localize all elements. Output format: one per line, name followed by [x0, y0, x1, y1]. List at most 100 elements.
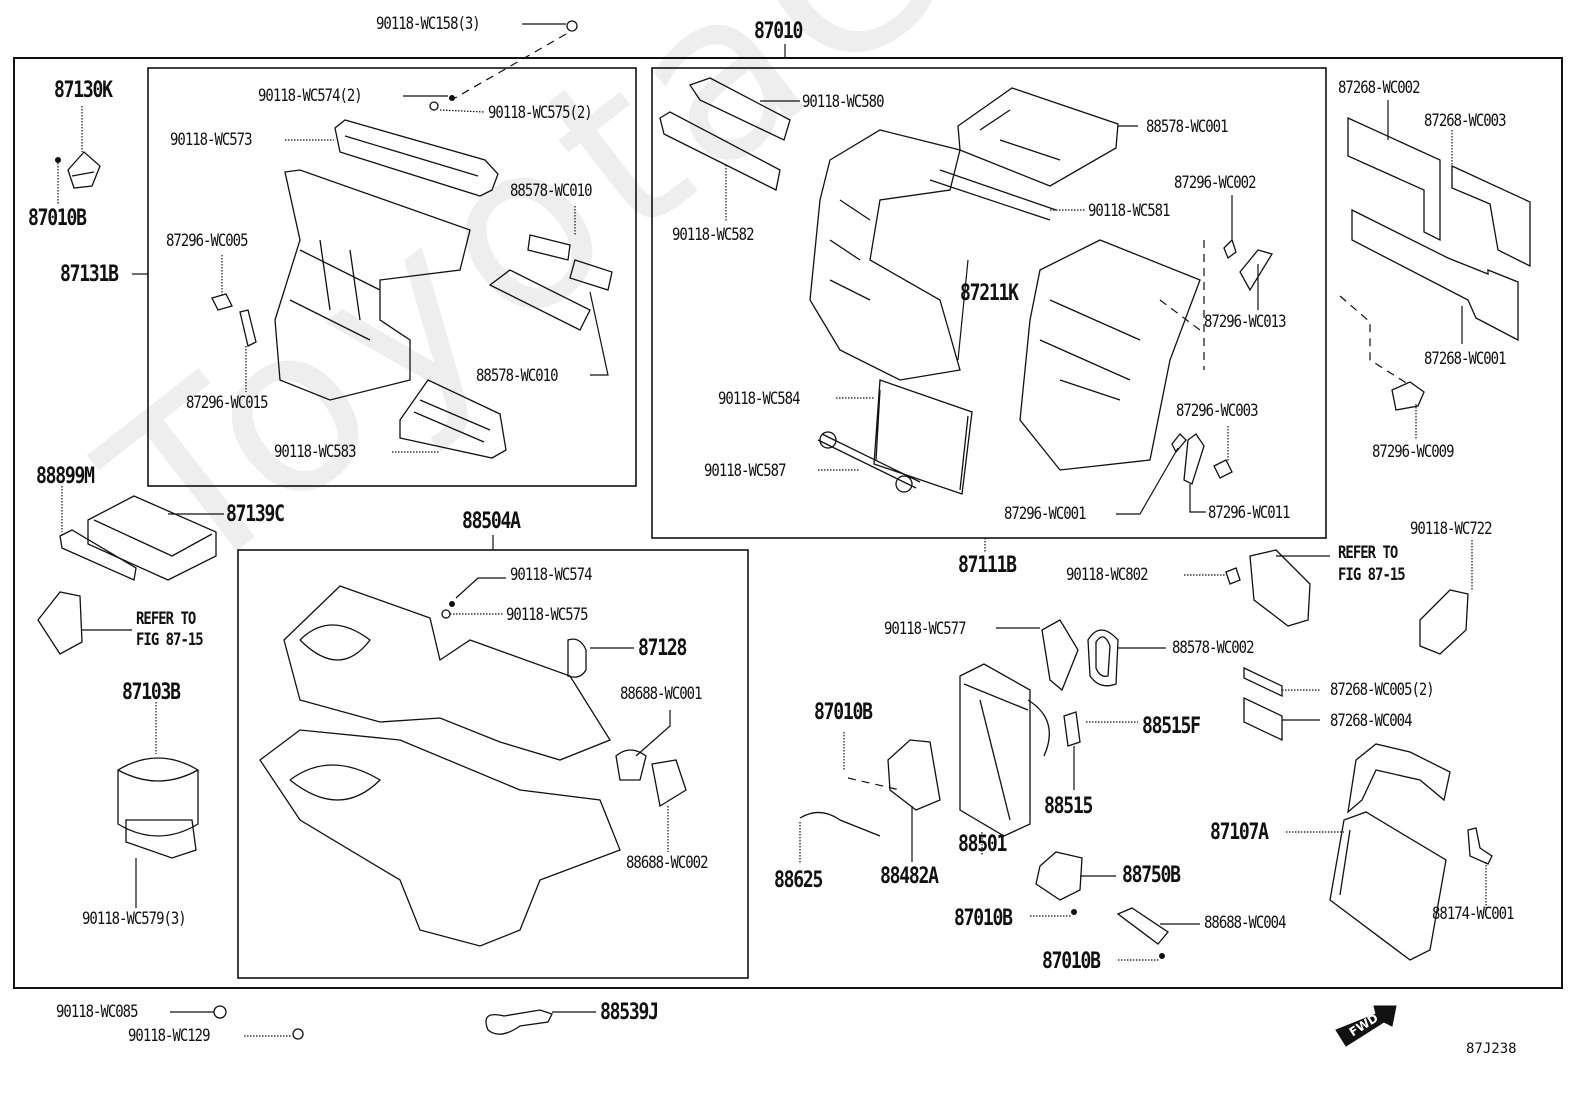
refer-note-left-line2[interactable]: FIG 87-15	[136, 630, 204, 650]
part-filter-cover-88899M	[59, 529, 137, 581]
label-88750B[interactable]: 88750B	[1122, 863, 1181, 888]
label-87128[interactable]: 87128	[638, 636, 687, 661]
part-evap-core-wc584	[873, 379, 973, 495]
part-case-left	[809, 129, 961, 381]
label-wc085[interactable]: 90118-WC085	[56, 1002, 138, 1022]
label-88515F[interactable]: 88515F	[1142, 714, 1201, 739]
part-bracket-wc009	[1391, 381, 1425, 411]
refer-note-right-line2[interactable]: FIG 87-15	[1338, 565, 1406, 585]
label-88504A[interactable]: 88504A	[462, 509, 521, 534]
label-wc802[interactable]: 90118-WC802	[1066, 565, 1148, 585]
part-lever-wc015	[239, 309, 257, 347]
part-insulator-wc003	[1451, 164, 1531, 268]
part-shaft-wc587	[817, 433, 921, 489]
label-wc574[interactable]: 90118-WC574	[510, 565, 592, 585]
label-87268-wc004[interactable]: 87268-WC004	[1330, 711, 1412, 731]
label-88578-wc002[interactable]: 88578-WC002	[1172, 638, 1254, 658]
label-87139C[interactable]: 87139C	[226, 502, 285, 527]
label-88899M[interactable]: 88899M	[36, 464, 95, 489]
part-hose-wc001	[1467, 827, 1493, 865]
label-88578-wc010-b[interactable]: 88578-WC010	[476, 366, 558, 386]
label-88501[interactable]: 88501	[958, 832, 1007, 857]
part-bracket-88482A	[887, 739, 941, 811]
refer-note-right-line1: REFER TO	[1338, 543, 1398, 563]
label-87268-wc005-2[interactable]: 87268-WC005(2)	[1330, 680, 1435, 700]
box-blower-upper	[147, 67, 637, 487]
label-wc583[interactable]: 90118-WC583	[274, 442, 356, 462]
part-duct-seal-wc573	[334, 119, 499, 197]
label-87296-wc005[interactable]: 87296-WC005	[166, 231, 248, 251]
label-88688-wc001[interactable]: 88688-WC001	[620, 684, 702, 704]
part-87130K	[67, 151, 101, 189]
part-insulator-wc002	[1347, 116, 1441, 242]
part-rod-wc581	[929, 169, 1057, 221]
label-87296-wc009[interactable]: 87296-WC009	[1372, 442, 1454, 462]
part-hose-88539J	[485, 1009, 553, 1035]
part-door-wc582	[659, 111, 781, 191]
label-wc575-2[interactable]: 90118-WC575(2)	[488, 103, 593, 123]
label-top-nut[interactable]: 90118-WC158(3)	[376, 14, 481, 34]
label-wc581[interactable]: 90118-WC581	[1088, 201, 1170, 221]
part-insulator-wc001	[1351, 208, 1519, 342]
label-88174-wc001[interactable]: 88174-WC001	[1432, 904, 1514, 924]
label-88688-wc002[interactable]: 88688-WC002	[626, 853, 708, 873]
label-88625[interactable]: 88625	[774, 868, 823, 893]
part-gasket-wc002	[1087, 629, 1119, 687]
label-87107A[interactable]: 87107A	[1210, 820, 1269, 845]
label-87010B-a[interactable]: 87010B	[28, 206, 87, 231]
part-filter-frame-wc001	[957, 87, 1119, 187]
part-evaporator-88501	[959, 663, 1031, 837]
label-87296-wc015[interactable]: 87296-WC015	[186, 393, 268, 413]
part-lever-wc011	[1183, 433, 1205, 485]
label-87296-wc013[interactable]: 87296-WC013	[1204, 312, 1286, 332]
label-87010B-d[interactable]: 87010B	[1042, 949, 1101, 974]
label-wc574-2[interactable]: 90118-WC574(2)	[258, 86, 363, 106]
label-88515[interactable]: 88515	[1044, 794, 1093, 819]
assembly-title[interactable]: 87010	[754, 19, 803, 44]
part-filter-87139C	[87, 495, 217, 581]
label-87130K[interactable]: 87130K	[54, 78, 113, 103]
label-wc582[interactable]: 90118-WC582	[672, 225, 754, 245]
part-blower-case-lower	[259, 729, 621, 947]
label-wc577[interactable]: 90118-WC577	[884, 619, 966, 639]
refer-note-left-line1: REFER TO	[136, 609, 196, 629]
label-87131B[interactable]: 87131B	[60, 262, 119, 287]
label-88578-wc010-a[interactable]: 88578-WC010	[510, 181, 592, 201]
part-blower-motor	[117, 757, 199, 859]
label-wc129[interactable]: 90118-WC129	[128, 1026, 210, 1046]
label-87296-wc011[interactable]: 87296-WC011	[1208, 503, 1290, 523]
label-88688-wc004[interactable]: 88688-WC004	[1204, 913, 1286, 933]
label-wc575[interactable]: 90118-WC575	[506, 605, 588, 625]
label-wc722[interactable]: 90118-WC722	[1410, 519, 1492, 539]
label-87268-wc002[interactable]: 87268-WC002	[1338, 78, 1420, 98]
nut-wc158	[566, 20, 578, 32]
part-bracket-wc722	[1419, 589, 1469, 655]
label-88539J[interactable]: 88539J	[600, 1000, 659, 1025]
label-87268-wc003[interactable]: 87268-WC003	[1424, 111, 1506, 131]
label-wc573[interactable]: 90118-WC573	[170, 130, 252, 150]
label-87211K[interactable]: 87211K	[960, 281, 1019, 306]
label-87296-wc001[interactable]: 87296-WC001	[1004, 504, 1086, 524]
label-87103B[interactable]: 87103B	[122, 680, 181, 705]
part-link-wc002	[1223, 238, 1274, 292]
label-wc579-3[interactable]: 90118-WC579(3)	[82, 909, 187, 929]
label-87010B-b[interactable]: 87010B	[814, 700, 873, 725]
part-heater-core-87107A	[1329, 743, 1451, 961]
label-88578-wc001[interactable]: 88578-WC001	[1146, 117, 1228, 137]
label-87268-wc001[interactable]: 87268-WC001	[1424, 349, 1506, 369]
part-seal-87128	[567, 638, 587, 678]
label-88482A[interactable]: 88482A	[880, 864, 939, 889]
part-gasket-wc577	[1041, 619, 1079, 692]
part-amplifier-wc004	[1116, 907, 1169, 945]
label-wc584[interactable]: 90118-WC584	[718, 389, 800, 409]
label-87111B[interactable]: 87111B	[958, 553, 1017, 578]
label-wc587[interactable]: 90118-WC587	[704, 461, 786, 481]
part-sensor-88625	[799, 811, 881, 837]
label-87296-wc003[interactable]: 87296-WC003	[1176, 401, 1258, 421]
label-87296-wc002[interactable]: 87296-WC002	[1174, 173, 1256, 193]
label-87010B-c[interactable]: 87010B	[954, 906, 1013, 931]
part-pad-wc005	[1243, 666, 1283, 698]
label-wc580[interactable]: 90118-WC580	[802, 92, 884, 112]
part-duct-left	[37, 591, 83, 655]
